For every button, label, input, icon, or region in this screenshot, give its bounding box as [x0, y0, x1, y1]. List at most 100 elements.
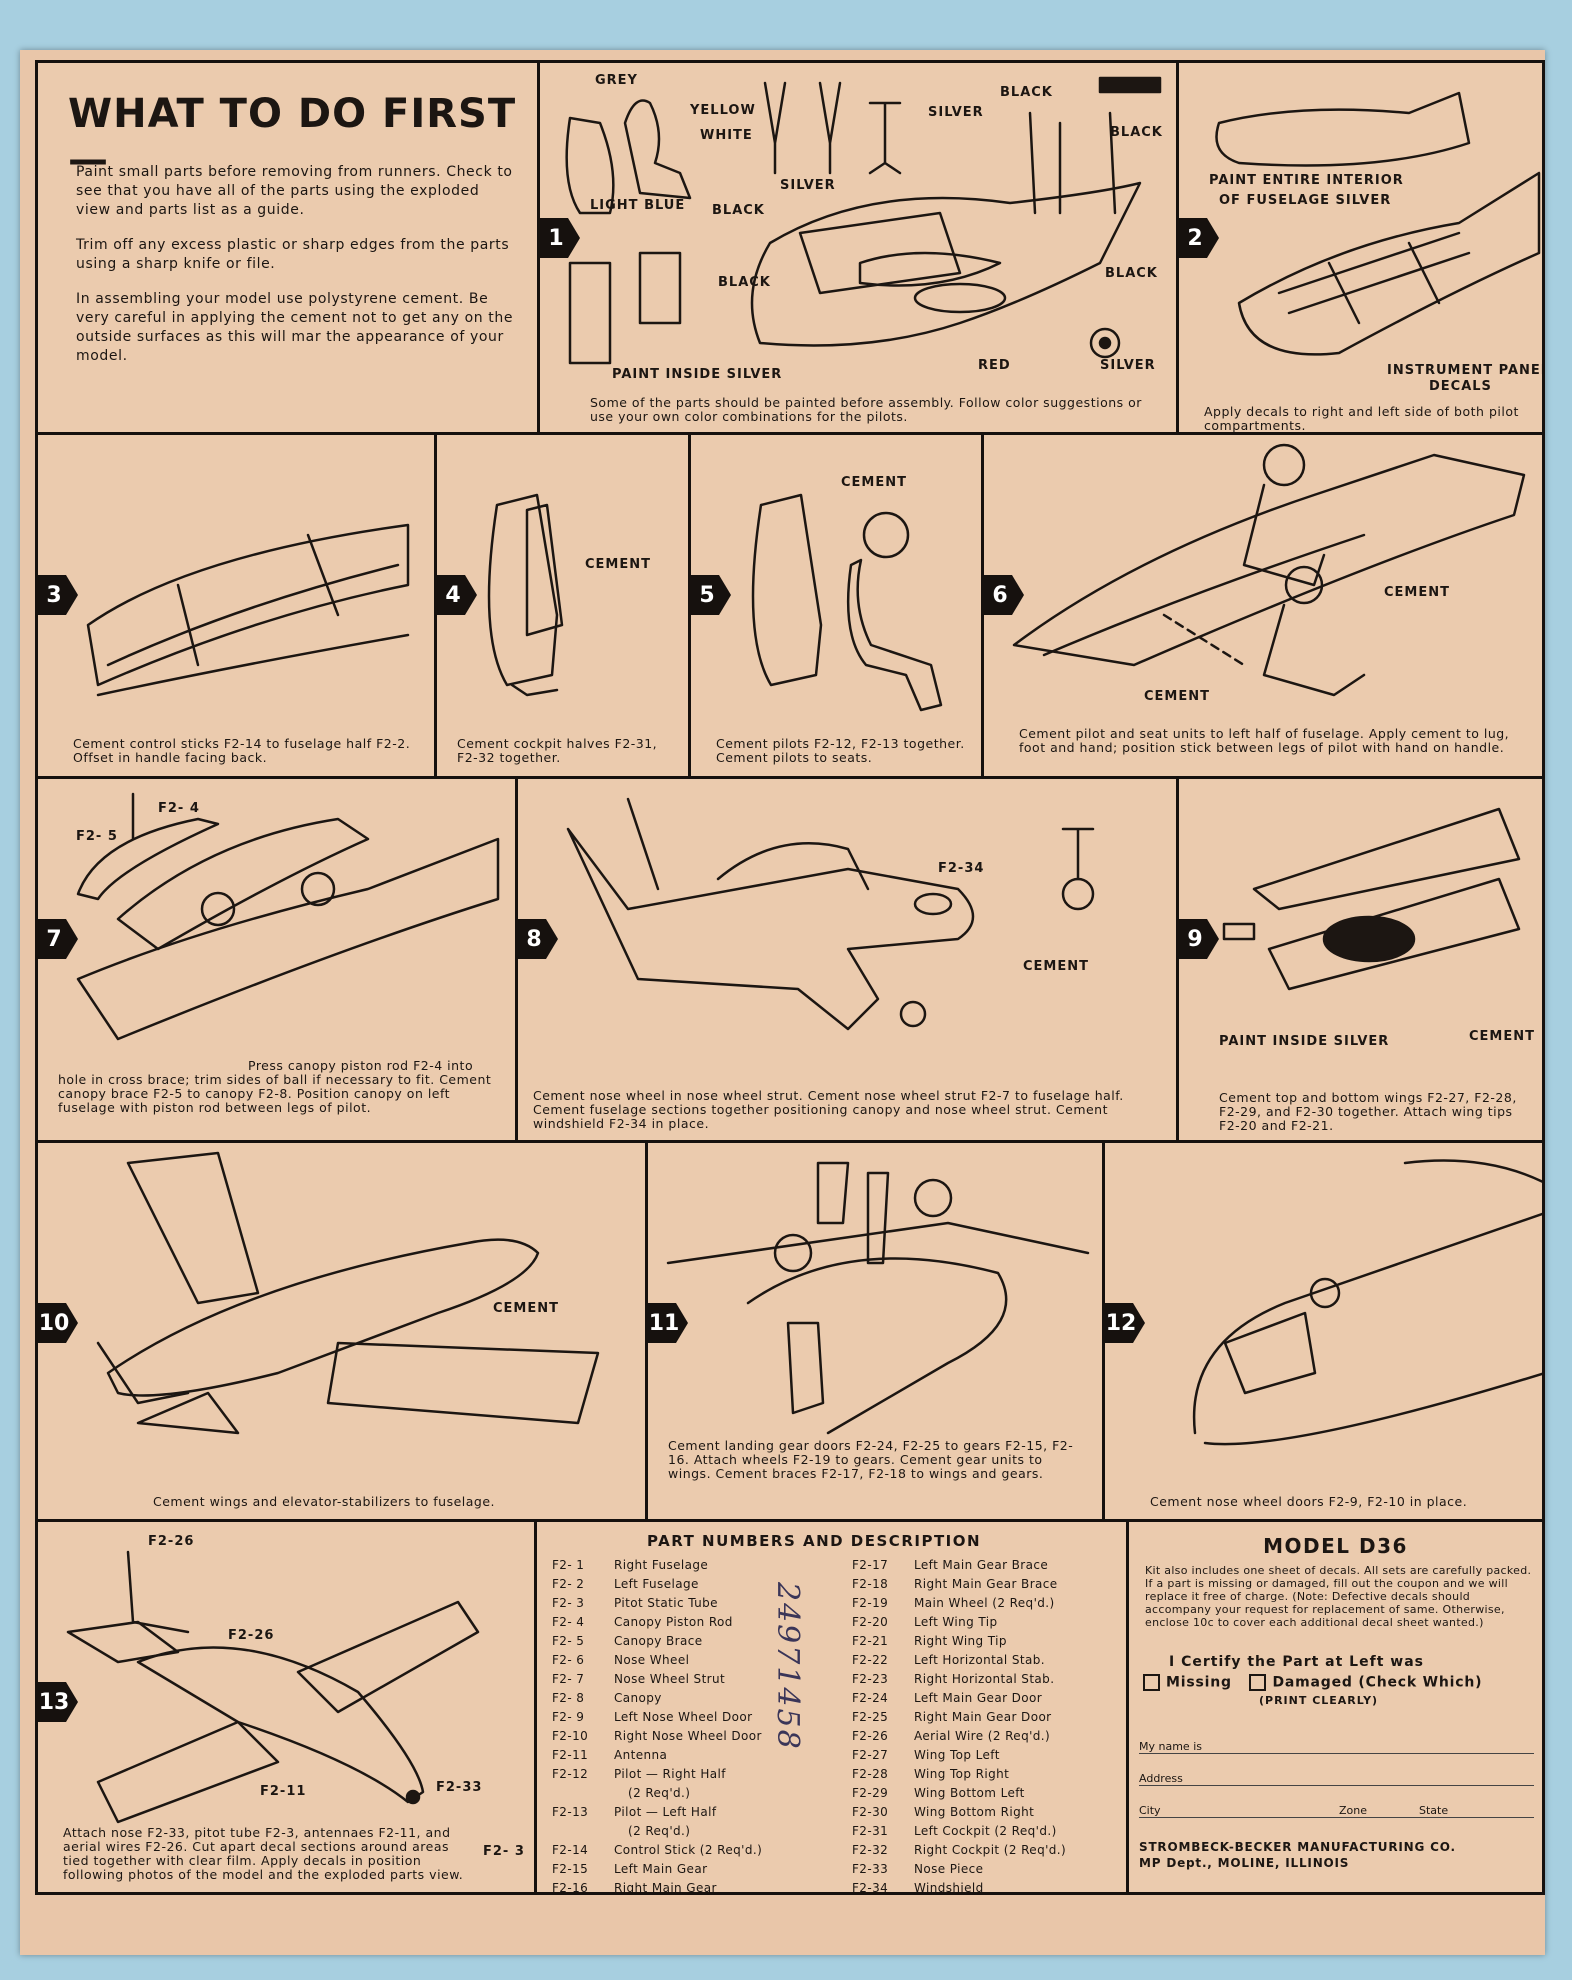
- part-code: F2-12: [552, 1767, 589, 1781]
- part-label: F2- 4: [158, 801, 200, 816]
- part-code: F2-13: [552, 1805, 589, 1819]
- part-description: Windshield: [914, 1881, 984, 1895]
- part-row: F2-31 Left Cockpit (2 Req'd.): [852, 1822, 1066, 1841]
- cement-label: CEMENT: [585, 557, 651, 572]
- part-label: F2- 3: [483, 1844, 525, 1859]
- check-which-label: (Check Which): [1358, 1674, 1483, 1691]
- part-description: Left Cockpit (2 Req'd.): [914, 1824, 1057, 1838]
- cement-label: CEMENT: [841, 475, 907, 490]
- part-description: Antenna: [614, 1748, 668, 1762]
- part-code: F2-27: [852, 1748, 889, 1762]
- missing-label: Missing: [1166, 1674, 1232, 1691]
- part-description: Right Main Gear Door: [914, 1710, 1052, 1724]
- part-row: F2-34 Windshield: [852, 1879, 1066, 1895]
- step-8-panel: 8 F2-34 CEMENT Cement nose wheel in nose…: [515, 776, 1179, 1143]
- step-11-panel: 11 Cement landing gear doors F2-24, F2-2…: [645, 1140, 1105, 1522]
- part-description: Left Main Gear: [614, 1862, 708, 1876]
- part-description: Wing Top Left: [914, 1748, 1000, 1762]
- part-code: F2-24: [852, 1691, 889, 1705]
- part-description: Right Nose Wheel Door: [614, 1729, 762, 1743]
- part-description: Left Horizontal Stab.: [914, 1653, 1045, 1667]
- step-caption: Cement nose wheel doors F2-9, F2-10 in p…: [1150, 1494, 1468, 1509]
- part-row: F2-16 Right Main Gear: [552, 1879, 762, 1895]
- print-clearly-label: (PRINT CLEARLY): [1259, 1694, 1379, 1707]
- paint-label: BLACK: [712, 203, 765, 218]
- missing-checkbox[interactable]: [1143, 1674, 1160, 1691]
- part-code: F2- 2: [552, 1577, 585, 1591]
- paint-label: LIGHT BLUE: [590, 198, 686, 213]
- part-code: F2-18: [852, 1577, 889, 1591]
- canopy-illustration: [76, 792, 500, 1041]
- check-row: Missing Damaged (Check Which): [1139, 1674, 1482, 1691]
- part-code: F2-33: [852, 1862, 889, 1876]
- part-code: F2-31: [852, 1824, 889, 1838]
- cement-label: CEMENT: [1023, 959, 1089, 974]
- name-field[interactable]: My name is: [1139, 1740, 1534, 1754]
- part-description: Canopy Brace: [614, 1634, 703, 1648]
- callout-label: PAINT INSIDE SILVER: [1219, 1034, 1390, 1049]
- part-code: [552, 1784, 614, 1803]
- part-code: F2-11: [552, 1748, 589, 1762]
- part-description: (2 Req'd.): [628, 1786, 691, 1800]
- part-row: (2 Req'd.): [552, 1784, 762, 1803]
- part-description: Canopy Piston Rod: [614, 1615, 733, 1629]
- part-code: F2-20: [852, 1615, 889, 1629]
- step-1-panel: 1 GREY YELLOW WHITE LIGHT BLUE BLACK SIL…: [537, 60, 1179, 435]
- part-row: (2 Req'd.): [552, 1822, 762, 1841]
- part-description: Right Main Gear: [614, 1881, 717, 1895]
- part-description: Wing Bottom Left: [914, 1786, 1025, 1800]
- part-code: F2-16: [552, 1881, 589, 1895]
- part-code: F2-34: [852, 1881, 889, 1895]
- part-row: F2-25 Right Main Gear Door: [852, 1708, 1066, 1727]
- step-3-panel: 3 Cement control sticks F2-14 to fuselag…: [35, 432, 437, 779]
- part-code: F2-21: [852, 1634, 889, 1648]
- part-row: F2-27 Wing Top Left: [852, 1746, 1066, 1765]
- address-field[interactable]: Address: [1139, 1772, 1534, 1786]
- part-code: F2- 3: [552, 1596, 585, 1610]
- part-description: Pitot Static Tube: [614, 1596, 718, 1610]
- address-label: Address: [1139, 1772, 1183, 1785]
- damaged-checkbox[interactable]: [1249, 1674, 1267, 1691]
- step-7-panel: 7 F2- 4 F2- 5 Press canopy piston rod F2…: [35, 776, 518, 1143]
- step-caption: Some of the parts should be painted befo…: [590, 395, 1142, 424]
- part-description: Wing Top Right: [914, 1767, 1010, 1781]
- part-code: F2- 9: [552, 1710, 585, 1724]
- intro-text: Paint small parts before removing from r…: [76, 163, 516, 382]
- city-label: City: [1139, 1804, 1161, 1817]
- step-caption: Cement top and bottom wings F2-27, F2-28…: [1219, 1090, 1517, 1133]
- part-code: F2-10: [552, 1729, 589, 1743]
- intro-paragraph: In assembling your model use polystyrene…: [76, 291, 514, 364]
- city-field[interactable]: City Zone State: [1139, 1804, 1534, 1818]
- paint-label: SILVER: [1100, 358, 1156, 373]
- part-description: Canopy: [614, 1691, 662, 1705]
- step-6-panel: 6 CEMENT CEMENT Cement pilot and seat un…: [981, 432, 1545, 779]
- cement-label: CEMENT: [1384, 585, 1450, 600]
- step-caption: Cement wings and elevator-stabilizers to…: [153, 1494, 496, 1509]
- part-description: Left Main Gear Brace: [914, 1558, 1049, 1572]
- wing-attach-illustration: [96, 1151, 600, 1435]
- part-label: F2-34: [938, 861, 985, 876]
- paint-label: SILVER: [780, 178, 836, 193]
- step-5-panel: 5 CEMENT Cement pilots F2-12, F2-13 toge…: [688, 432, 984, 779]
- part-code: F2-19: [852, 1596, 889, 1610]
- pilot-install-illustration: [1012, 443, 1526, 697]
- callout-label: PAINT ENTIRE INTERIOR: [1209, 173, 1404, 188]
- paint-label: BLACK: [1000, 85, 1053, 100]
- intro-paragraph: Trim off any excess plastic or sharp edg…: [76, 237, 510, 272]
- step-4-panel: 4 CEMENT Cement cockpit halves F2-31, F2…: [434, 432, 691, 779]
- part-code: F2-25: [852, 1710, 889, 1724]
- part-label: F2-33: [436, 1780, 483, 1795]
- instruction-sheet: WHAT TO DO FIRST— Paint small parts befo…: [20, 50, 1545, 1955]
- part-description: Wing Bottom Right: [914, 1805, 1035, 1819]
